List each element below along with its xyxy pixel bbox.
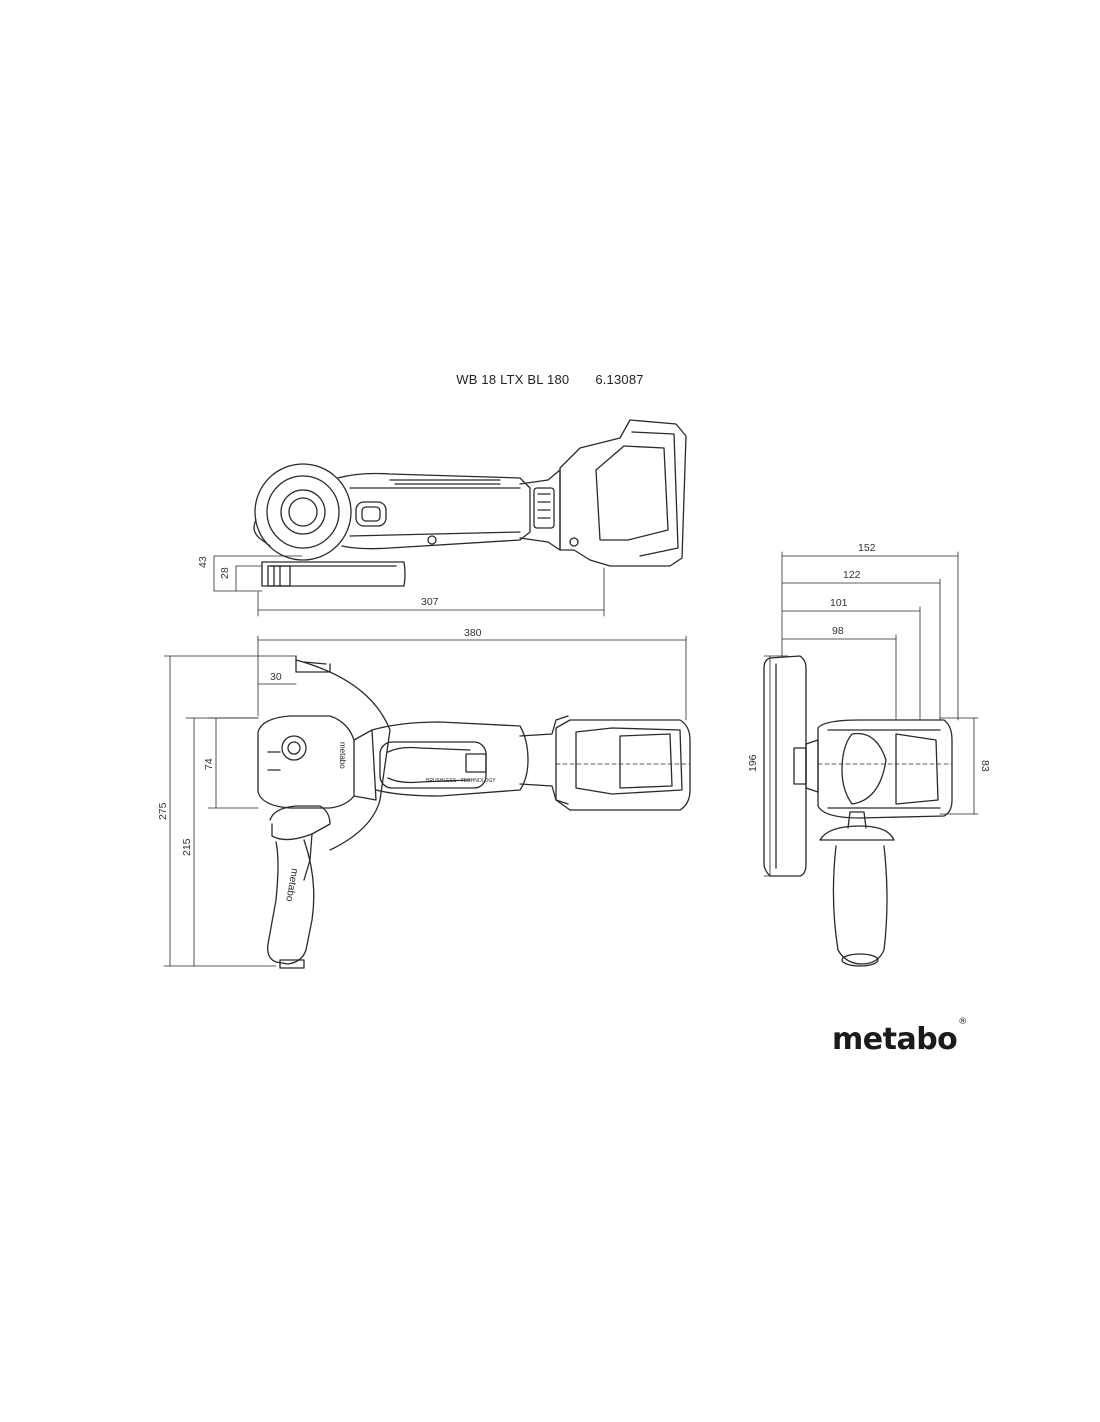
model-name: WB 18 LTX BL 180: [456, 372, 570, 387]
dim-74: 74: [203, 758, 215, 770]
dim-152: 152: [858, 542, 876, 554]
tech-badge: BRUSHLESS · TECHNOLOGY: [426, 778, 496, 784]
dim-215: 215: [181, 838, 193, 856]
dim-30: 30: [270, 671, 282, 683]
dim-196: 196: [747, 754, 759, 772]
dim-380: 380: [464, 627, 482, 639]
article-number: 6.13087: [595, 372, 644, 387]
logo-text: metabo: [832, 1022, 958, 1057]
top-view: [213, 419, 687, 617]
head-print: metabo: [338, 742, 347, 769]
registered-mark: ®: [958, 1017, 967, 1027]
dim-101: 101: [830, 597, 848, 609]
dim-98: 98: [832, 625, 844, 637]
side-view: [763, 551, 979, 967]
front-view: metabo BRUSHLESS · TECHNOLOGY metabo: [163, 635, 691, 969]
brand-logo: metabo®: [832, 1017, 967, 1057]
dim-122: 122: [843, 569, 861, 581]
handle-print: metabo: [283, 867, 300, 902]
dim-28: 28: [219, 567, 231, 579]
dim-83: 83: [979, 760, 991, 772]
dim-275: 275: [157, 802, 169, 820]
dim-307: 307: [421, 596, 439, 608]
product-title: WB 18 LTX BL 180 6.13087: [0, 372, 1100, 387]
dim-43: 43: [197, 556, 209, 568]
